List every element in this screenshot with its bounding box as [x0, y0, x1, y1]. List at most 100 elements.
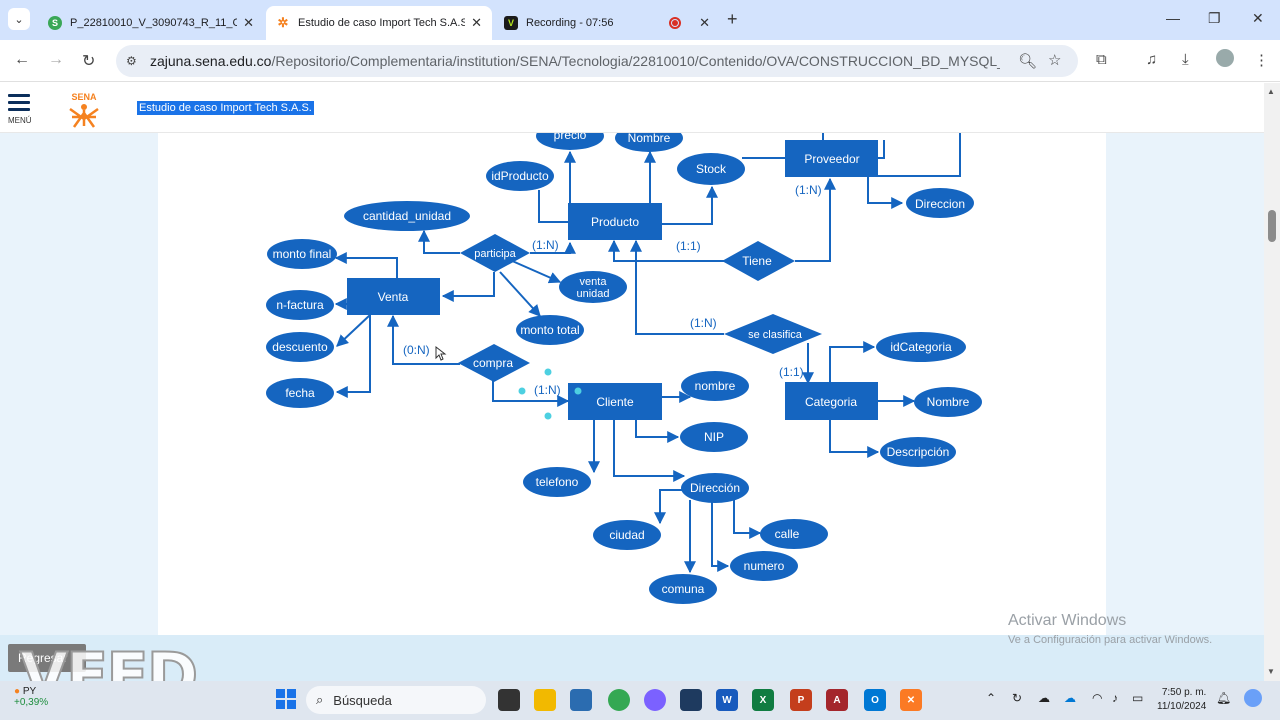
access-icon[interactable]: A	[826, 689, 848, 711]
notification-bell-icon[interactable]: 🔔︎	[1216, 691, 1232, 705]
more-menu-icon[interactable]: ⋮	[1254, 52, 1269, 69]
site-settings-icon[interactable]: ⚙	[126, 54, 137, 68]
footer-band	[0, 635, 1264, 681]
xampp-icon[interactable]: ✕	[900, 689, 922, 711]
outlook-icon[interactable]: O	[864, 689, 886, 711]
close-window-button[interactable]: ✕	[1252, 10, 1264, 26]
attr-nombre-categoria: Nombre	[927, 395, 970, 409]
relation-label: Tiene	[742, 254, 772, 268]
clock-time: 7:50 p. m.	[1161, 687, 1207, 698]
address-bar[interactable]: ⚙ zajuna.sena.edu.co/Repositorio/Complem…	[116, 45, 1078, 77]
tab-p22810010[interactable]: S P_22810010_V_3090743_R_11_C_9 ✕	[38, 6, 264, 40]
media-control-icon[interactable]: ♫	[1146, 51, 1158, 68]
attr-nombre-producto: Nombre	[628, 133, 671, 145]
url-path: /Repositorio/Complementaria/institution/…	[271, 53, 1000, 69]
browser-toolbar: ← → ↻ ⚙ zajuna.sena.edu.co/Repositorio/C…	[0, 40, 1280, 82]
attr-cantidad-unidad: cantidad_unidad	[363, 209, 451, 223]
back-arrow-icon[interactable]: ←	[14, 51, 30, 68]
cardinality-label: (1:N)	[532, 238, 559, 252]
entity-cliente[interactable]	[568, 383, 662, 420]
stock-widget[interactable]: ● PY +0,39%	[14, 686, 48, 708]
entity-label: Cliente	[596, 395, 634, 409]
stock-change: +0,39%	[14, 697, 49, 708]
workbench-icon[interactable]	[680, 689, 702, 711]
cardinalities: (1:N) (1:N) (1:1) (1:N) (0:N) (1:N) (1:1…	[403, 183, 822, 397]
sync-icon[interactable]: ↻	[1012, 691, 1023, 705]
tab-title: Recording - 07:56	[526, 17, 614, 29]
menu-hamburger-icon[interactable]	[8, 94, 30, 115]
word-icon[interactable]: W	[716, 689, 738, 711]
scroll-thumb[interactable]	[1268, 210, 1276, 242]
excel-icon[interactable]: X	[752, 689, 774, 711]
battery-icon[interactable]: ▭	[1132, 691, 1144, 705]
attr-calle: calle	[775, 527, 800, 541]
entity-label: Producto	[591, 215, 639, 229]
page-title: Estudio de caso Import Tech S.A.S.	[137, 101, 314, 115]
scroll-up-icon[interactable]: ▲	[1267, 87, 1275, 96]
sena-favicon-icon: S	[48, 16, 62, 30]
connector-lines	[334, 133, 961, 574]
task-view-icon[interactable]	[498, 689, 520, 711]
volume-icon[interactable]: ♪	[1112, 691, 1118, 705]
profile-avatar[interactable]	[1216, 49, 1234, 67]
attr-ciudad: ciudad	[609, 528, 644, 542]
new-tab-button[interactable]: +	[727, 9, 738, 30]
clock[interactable]: 7:50 p. m. 11/10/2024	[1157, 686, 1206, 714]
entity-venta[interactable]	[347, 278, 440, 315]
attr-monto-total: monto total	[520, 323, 579, 337]
activate-title: Activar Windows	[1008, 612, 1127, 629]
attr-nombre-cliente: nombre	[695, 379, 736, 393]
tab-title: P_22810010_V_3090743_R_11_C_9	[70, 17, 238, 29]
onedrive-icon[interactable]: ☁	[1064, 691, 1076, 705]
relation-compra[interactable]	[458, 344, 530, 382]
forward-arrow-icon[interactable]: →	[48, 51, 64, 68]
tab-estudio-de-caso[interactable]: ✲ Estudio de caso Import Tech S.A.S. ✕	[266, 6, 492, 40]
download-icon[interactable]: ⤓	[1182, 51, 1189, 68]
page-scrollbar[interactable]: ▲ ▼	[1264, 83, 1280, 681]
entity-categoria[interactable]	[785, 382, 878, 420]
attr-comuna: comuna	[662, 582, 705, 596]
relation-tiene[interactable]	[722, 241, 795, 281]
er-diagram-container: Producto Proveedor Venta Cliente Categor…	[158, 133, 1106, 635]
tray-chevron-icon[interactable]: ⌃	[986, 691, 997, 705]
zoom-icon[interactable]: 🔍︎	[1018, 53, 1038, 70]
start-button[interactable]	[276, 689, 296, 709]
tab-search-button[interactable]: ⌄	[8, 8, 30, 30]
relation-se-clasifica[interactable]	[724, 314, 822, 354]
close-icon[interactable]: ✕	[471, 15, 482, 30]
extensions-icon[interactable]: ⧉	[1096, 51, 1107, 68]
chrome-icon[interactable]	[608, 689, 630, 711]
entity-proveedor[interactable]	[785, 140, 878, 177]
search-icon: ⌕	[316, 692, 324, 707]
copilot-icon[interactable]	[644, 689, 666, 711]
back-button[interactable]: Regresar	[8, 644, 86, 672]
entity-label: Venta	[378, 290, 409, 304]
relations: participa Tiene compra se clasifica	[458, 234, 822, 382]
wifi-icon[interactable]: ◠	[1092, 691, 1103, 705]
scroll-down-icon[interactable]: ▼	[1267, 667, 1275, 676]
windows-taskbar: ● PY +0,39% ⌕ Búsqueda W X P A O ✕ ⌃ ↻ ☁…	[0, 681, 1280, 720]
cardinality-label: (1:1)	[779, 365, 804, 379]
restore-button[interactable]: ❐	[1208, 10, 1221, 26]
entity-producto[interactable]	[568, 203, 662, 240]
tab-title: Estudio de caso Import Tech S.A.S.	[298, 17, 466, 29]
close-icon[interactable]: ✕	[699, 15, 710, 30]
cloud-icon[interactable]: ☁	[1038, 691, 1050, 705]
relation-participa[interactable]	[460, 234, 530, 272]
minimize-button[interactable]: —	[1166, 10, 1180, 26]
url-text[interactable]: zajuna.sena.edu.co/Repositorio/Complemen…	[150, 53, 1000, 69]
attr-descripcion: Descripción	[887, 445, 950, 459]
store-icon[interactable]	[570, 689, 592, 711]
file-explorer-icon[interactable]	[534, 689, 556, 711]
menu-label: MENÚ	[8, 116, 32, 125]
close-icon[interactable]: ✕	[243, 15, 254, 30]
tab-recording[interactable]: V Recording - 07:56 ✕	[494, 6, 720, 40]
veed-favicon-icon: V	[504, 16, 518, 30]
reload-icon[interactable]: ↻	[82, 53, 96, 70]
powerpoint-icon[interactable]: P	[790, 689, 812, 711]
taskbar-search[interactable]: ⌕ Búsqueda	[306, 686, 486, 714]
search-placeholder: Búsqueda	[333, 692, 392, 708]
copilot-tray-icon[interactable]	[1244, 689, 1262, 707]
bookmark-star-icon[interactable]: ☆	[1048, 52, 1062, 69]
selection-handles[interactable]	[518, 368, 582, 420]
